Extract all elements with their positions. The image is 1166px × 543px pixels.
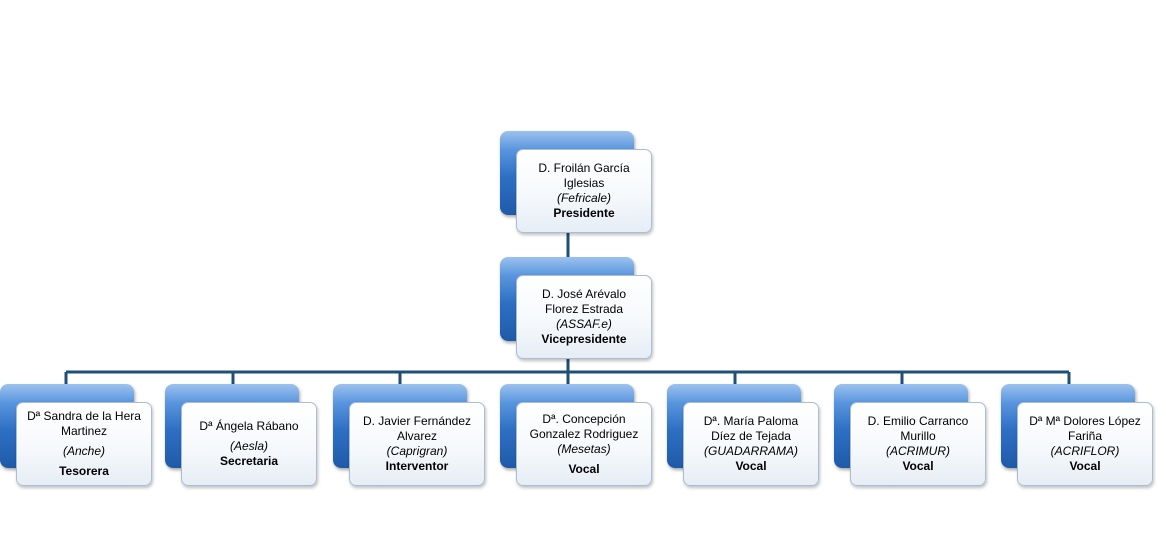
node-organization: (GUADARRAMA) [703,444,798,458]
node-organization: (ASSAF.e) [556,317,612,331]
node-name-line-2: Murillo [900,429,936,443]
node-name-line-2: Florez Estrada [544,302,624,316]
node-name-line-1: Dª Mª Dolores López [1029,414,1141,428]
node-organization: (ACRIFLOR) [1050,444,1120,458]
node-name-line-1: Dª Ángela Rábano [199,419,299,433]
node-name-line-2: Iglesias [563,176,605,190]
node-organization: (ACRIMUR) [886,444,950,458]
node-card: Dª Sandra de la Hera Martinez (Anche) Te… [16,402,152,486]
node-organization: (Mesetas) [557,441,611,456]
node-card: D. Froilán García Iglesias (Fefricale) P… [516,149,652,233]
node-role: Presidente [553,206,615,220]
node-organization: (Fefricale) [556,191,611,205]
node-organization: (Caprigran) [386,444,448,458]
node-name-line-2: Alvarez [396,429,437,443]
node-card: Dª. Concepción Gonzalez Rodriguez (Meset… [516,402,652,486]
node-role: Interventor [385,459,449,473]
node-vocal-2: Dª. María Paloma Díez de Tejada (GUADARR… [667,384,819,486]
node-name-line-1: Dª Sandra de la Hera [27,409,141,423]
node-card: Dª Mª Dolores López Fariña (ACRIFLOR) Vo… [1017,402,1153,486]
node-role: Vocal [735,459,767,473]
node-vicepresident: D. José Arévalo Florez Estrada (ASSAF.e)… [500,257,652,359]
node-vocal-1: Dª. Concepción Gonzalez Rodriguez (Meset… [500,384,652,486]
node-vocal-4: Dª Mª Dolores López Fariña (ACRIFLOR) Vo… [1001,384,1153,486]
node-name-line-1: D. Javier Fernández [362,414,472,428]
node-role: Tesorera [59,464,109,478]
node-card: Dª. María Paloma Díez de Tejada (GUADARR… [683,402,819,486]
node-vocal-3: D. Emilio Carranco Murillo (ACRIMUR) Voc… [834,384,986,486]
node-card: D. José Arévalo Florez Estrada (ASSAF.e)… [516,275,652,359]
node-name-line-2: Martinez [60,424,107,438]
node-name-line-1: Dª. María Paloma [703,414,799,428]
node-president: D. Froilán García Iglesias (Fefricale) P… [500,131,652,233]
node-name-line-2: Díez de Tejada [711,429,791,443]
node-name-line-1: D. Froilán García [538,161,630,175]
node-name-line-2: Gonzalez Rodriguez [529,426,639,441]
node-role: Vocal [568,461,600,476]
node-organization: (Anche) [62,444,106,458]
node-tesorera: Dª Sandra de la Hera Martinez (Anche) Te… [0,384,152,486]
node-role: Vocal [902,459,934,473]
node-secretaria: Dª Ángela Rábano (Aesla) Secretaria [165,384,317,486]
node-name-line-2: Fariña [1067,429,1102,443]
node-role: Vocal [1069,459,1101,473]
node-card: Dª Ángela Rábano (Aesla) Secretaria [181,402,317,486]
node-card: D. Javier Fernández Alvarez (Caprigran) … [349,402,485,486]
node-interventor: D. Javier Fernández Alvarez (Caprigran) … [333,384,485,486]
node-card: D. Emilio Carranco Murillo (ACRIMUR) Voc… [850,402,986,486]
node-role: Vicepresidente [541,332,627,346]
node-organization: (Aesla) [229,439,268,453]
node-name-line-1: D. José Arévalo [541,287,627,301]
node-name-line-1: D. Emilio Carranco [867,414,969,428]
node-role: Secretaria [219,454,279,468]
node-name-line-1: Dª. Concepción [542,411,626,426]
